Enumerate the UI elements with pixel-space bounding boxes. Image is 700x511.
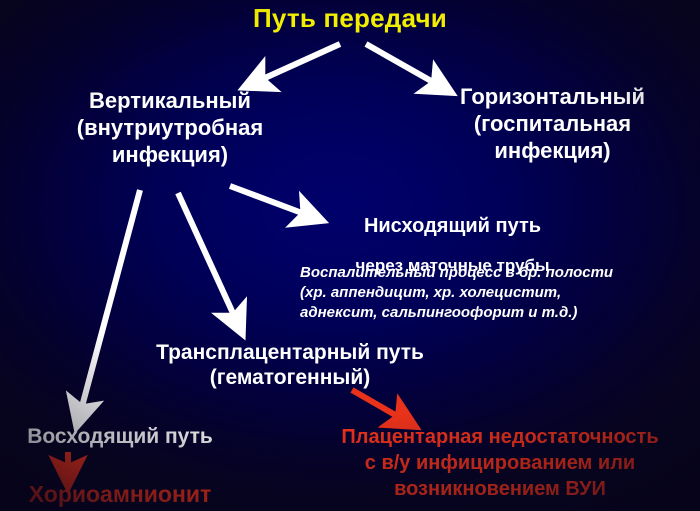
note-inflammatory-process: Воспалительный процесс в бр. полости (хр… <box>300 264 614 321</box>
arrow-title-to-vertical <box>237 41 342 93</box>
arrow-vertical-to-transplacental <box>175 191 248 341</box>
arrow-vertical-to-ascending <box>65 189 143 434</box>
node-vertical-transmission: Вертикальный (внутриутробная инфекция) <box>76 88 264 167</box>
descending-route-subtitle: через маточные трубы <box>355 256 550 276</box>
node-ascending-route: Восходящий путь <box>27 425 213 448</box>
slide-title: Путь передачи <box>253 3 447 33</box>
node-transplacental-route: Трансплацентарный путь (гематогенный) <box>156 341 424 390</box>
node-chorioamnionitis: Хориоамнионит <box>28 481 212 507</box>
arrow-title-to-horizontal <box>364 41 458 97</box>
arrow-transplacental-to-placental-insufficiency <box>350 387 422 431</box>
node-horizontal-transmission: Горизонтальный (госпитальная инфекция) <box>459 84 645 163</box>
arrow-vertical-to-descending <box>228 183 330 228</box>
descending-route-title: Нисходящий путь <box>363 214 542 237</box>
node-descending-route: Нисходящий путь через маточные трубы <box>305 197 600 293</box>
node-placental-insufficiency: Плацентарная недостаточность с в/у инфиц… <box>341 426 659 500</box>
